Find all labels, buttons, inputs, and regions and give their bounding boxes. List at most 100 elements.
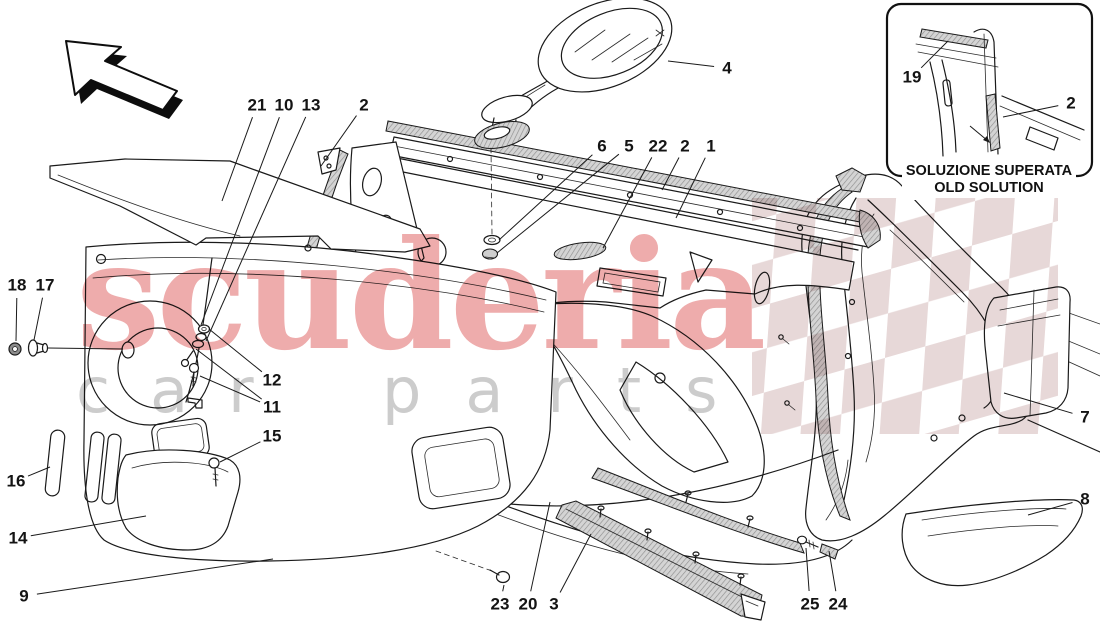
armrest-pad <box>116 449 241 551</box>
part-number-12: 12 <box>263 371 282 390</box>
part-number-21: 21 <box>248 96 267 115</box>
callout-2-11: 2 <box>1002 94 1076 118</box>
leader-line-2 <box>320 115 357 167</box>
washer-and-nut <box>481 234 501 260</box>
part-number-5: 5 <box>624 137 633 156</box>
part-number-10: 10 <box>275 96 294 115</box>
leader-line-10 <box>200 117 280 326</box>
leader-line-11 <box>199 375 261 403</box>
callout-2-3: 2 <box>320 96 369 167</box>
leader-line-24 <box>828 550 837 592</box>
inset-caption-english: OLD SOLUTION <box>934 180 1044 196</box>
leader-line-25 <box>805 547 810 592</box>
callout-24-24: 24 <box>828 550 848 614</box>
leader-line-13 <box>205 116 307 342</box>
callout-17-13: 17 <box>33 276 55 341</box>
callout-19-10: 19 <box>903 40 949 87</box>
adhesive-pad <box>553 241 607 261</box>
part-number-16: 16 <box>7 472 26 491</box>
leader-line-21 <box>221 117 253 202</box>
leader-line-3 <box>559 533 592 593</box>
callout-16-17: 16 <box>7 466 51 491</box>
part-number-9: 9 <box>19 587 28 606</box>
callout-12-14: 12 <box>208 328 282 390</box>
part-number-25: 25 <box>801 595 820 614</box>
watermark-tagline-car: car <box>76 354 294 427</box>
finisher-strips <box>44 429 122 505</box>
part-number-17: 17 <box>36 276 55 295</box>
part-number-22: 22 <box>649 137 668 156</box>
upper-flap-trim <box>49 158 431 253</box>
part-number-18: 18 <box>8 276 27 295</box>
checkered-flag-watermark <box>752 198 1058 434</box>
leader-line-5 <box>496 153 620 254</box>
fixing-hardware <box>180 324 211 409</box>
leader-line-8 <box>1027 502 1073 516</box>
leader-line-6 <box>498 154 593 241</box>
callout-8-26: 8 <box>1027 490 1090 516</box>
part-number-20: 20 <box>519 595 538 614</box>
callout-10-1: 10 <box>200 96 294 326</box>
direction-arrow <box>65 40 183 119</box>
screw-15 <box>208 457 220 487</box>
part-number-13: 13 <box>302 96 321 115</box>
sill-strip <box>555 500 766 621</box>
callout-7-25: 7 <box>1003 392 1090 427</box>
leader-line-22 <box>602 157 653 249</box>
callout-5-6: 5 <box>496 137 634 254</box>
part-number-7: 7 <box>1080 408 1089 427</box>
part-number-15: 15 <box>263 427 282 446</box>
inner-door-panel <box>349 141 859 503</box>
leader-line-14 <box>30 515 147 537</box>
part-number-8: 8 <box>1080 490 1089 509</box>
sill-trim-panel <box>901 499 1083 587</box>
leader-line-23 <box>502 584 505 592</box>
part-number-11: 11 <box>263 398 281 417</box>
part-number-6: 6 <box>597 137 606 156</box>
watermark-tagline-parts: parts <box>382 354 761 427</box>
callout-13-2: 13 <box>205 96 321 342</box>
leader-line-9 <box>36 558 274 595</box>
leader-line-2 <box>1002 105 1059 118</box>
part-number-3: 3 <box>549 595 558 614</box>
inset-caption-italian: SOLUZIONE SUPERATA <box>906 163 1073 179</box>
door-mirror <box>474 0 673 235</box>
part-number-14: 14 <box>9 529 28 548</box>
leader-line-1 <box>675 157 706 219</box>
leader-line-12 <box>208 328 263 373</box>
callout-14-18: 14 <box>9 515 147 548</box>
leader-line-2 <box>661 157 680 191</box>
bolt-vertical <box>188 362 200 387</box>
watermark: scuderia car parts <box>76 198 1058 434</box>
watermark-brand: scuderia <box>76 208 763 384</box>
part-number-23: 23 <box>491 595 510 614</box>
door-lower-seal <box>591 467 805 554</box>
screw-small <box>180 350 194 368</box>
callout-21-0: 21 <box>221 96 267 202</box>
leader-line-4 <box>667 60 715 67</box>
callout-2-8: 2 <box>661 137 690 191</box>
callout-4-4: 4 <box>667 59 732 78</box>
callout-22-7: 22 <box>602 137 668 249</box>
callout-9-19: 9 <box>19 558 274 606</box>
screw-23 <box>435 550 511 584</box>
leader-line-16 <box>27 466 51 477</box>
callout-23-20: 23 <box>491 584 510 614</box>
callout-6-5: 6 <box>498 137 607 241</box>
callout-3-22: 3 <box>549 533 592 614</box>
leader-line-7 <box>1003 392 1073 414</box>
part-number-4: 4 <box>722 59 732 78</box>
callout-15-16: 15 <box>219 427 282 463</box>
part-number-24: 24 <box>829 595 848 614</box>
upper-flap-inner-line <box>57 174 241 237</box>
part-number-1: 1 <box>706 137 715 156</box>
part-number-2: 2 <box>359 96 368 115</box>
callout-11-15: 11 <box>195 348 281 417</box>
leader-line-19 <box>920 40 949 69</box>
part-number-2: 2 <box>1066 94 1075 113</box>
leader-line-17 <box>33 297 43 341</box>
callout-1-9: 1 <box>675 137 716 219</box>
part-number-19: 19 <box>903 68 922 87</box>
